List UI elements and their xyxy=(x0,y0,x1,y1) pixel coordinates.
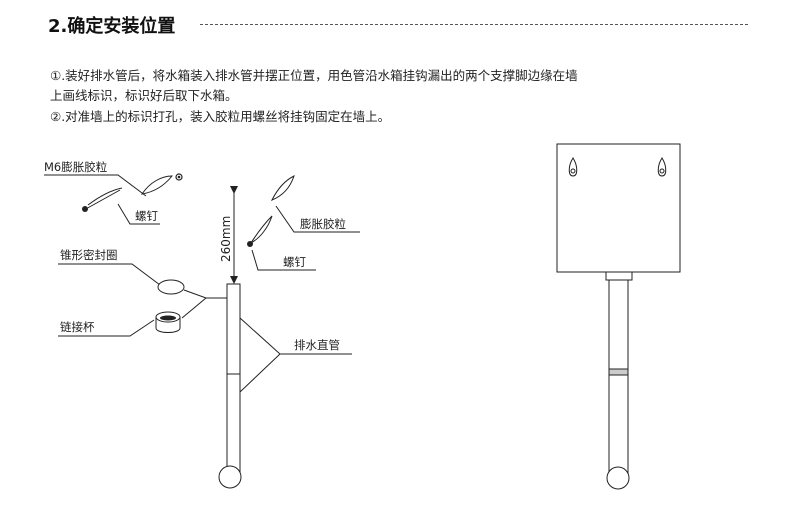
section-header: 2.确定安装位置 xyxy=(48,12,748,37)
cone-seal-ring xyxy=(157,279,185,295)
label-drain-pipe: 排水直管 xyxy=(294,338,340,352)
anchor-plug-right xyxy=(270,175,295,201)
screw-right-head xyxy=(247,241,253,247)
leader-connector-cup xyxy=(58,319,155,337)
instruction-step1-line1: ①.装好排水管后，将水箱装入排水管并摆正位置，用色管沿水箱挂钩漏出的两个支撑脚边… xyxy=(50,68,578,83)
drain-pipe-right xyxy=(608,279,629,475)
leader-anchor-right xyxy=(275,205,360,233)
screw-left-shaft xyxy=(83,189,121,211)
assembly-line-seal xyxy=(183,289,228,299)
anchor-dot-left xyxy=(177,175,181,179)
bracket-drain-pipe xyxy=(239,317,281,393)
label-anchor-right: 膨胀胶粒 xyxy=(300,217,346,231)
hanger-hole-right xyxy=(657,157,667,177)
screw-left-thread xyxy=(87,187,123,206)
instruction-step2: ②.对准墙上的标识打孔，装入胶粒用螺丝将挂钩固定在墙上。 xyxy=(50,109,391,124)
screw-left-head xyxy=(82,206,88,212)
label-screw-left: 螺钉 xyxy=(135,209,158,223)
leader-cone-seal xyxy=(58,263,161,286)
screw-right-body xyxy=(250,215,273,244)
connector-cup-shape xyxy=(155,311,181,333)
anchor-plug-left xyxy=(140,175,174,195)
assembly-line-cup xyxy=(181,297,207,319)
label-cone-seal: 锥形密封圈 xyxy=(60,248,118,262)
label-connector-cup: 链接杯 xyxy=(60,320,95,334)
leader-screw-left xyxy=(117,203,160,225)
pipe-joint-band-right xyxy=(608,368,629,376)
pipe-bend-right xyxy=(606,466,630,490)
section-title: 2.确定安装位置 xyxy=(48,16,176,37)
label-screw-right: 螺钉 xyxy=(283,255,306,269)
hanger-hole-left xyxy=(568,157,578,177)
title-divider xyxy=(200,24,748,25)
drain-pipe-left xyxy=(226,283,241,473)
instruction-step1-line2: 上画线标识，标识好后取下水箱。 xyxy=(50,88,238,103)
leader-m6-anchor xyxy=(44,174,147,197)
label-dimension: 260mm xyxy=(219,216,233,262)
pipe-bend-left xyxy=(218,465,242,489)
leader-screw-right xyxy=(251,249,316,271)
label-m6-anchor: M6膨胀胶粒 xyxy=(44,160,107,174)
tank-outlet-collar xyxy=(605,271,633,281)
